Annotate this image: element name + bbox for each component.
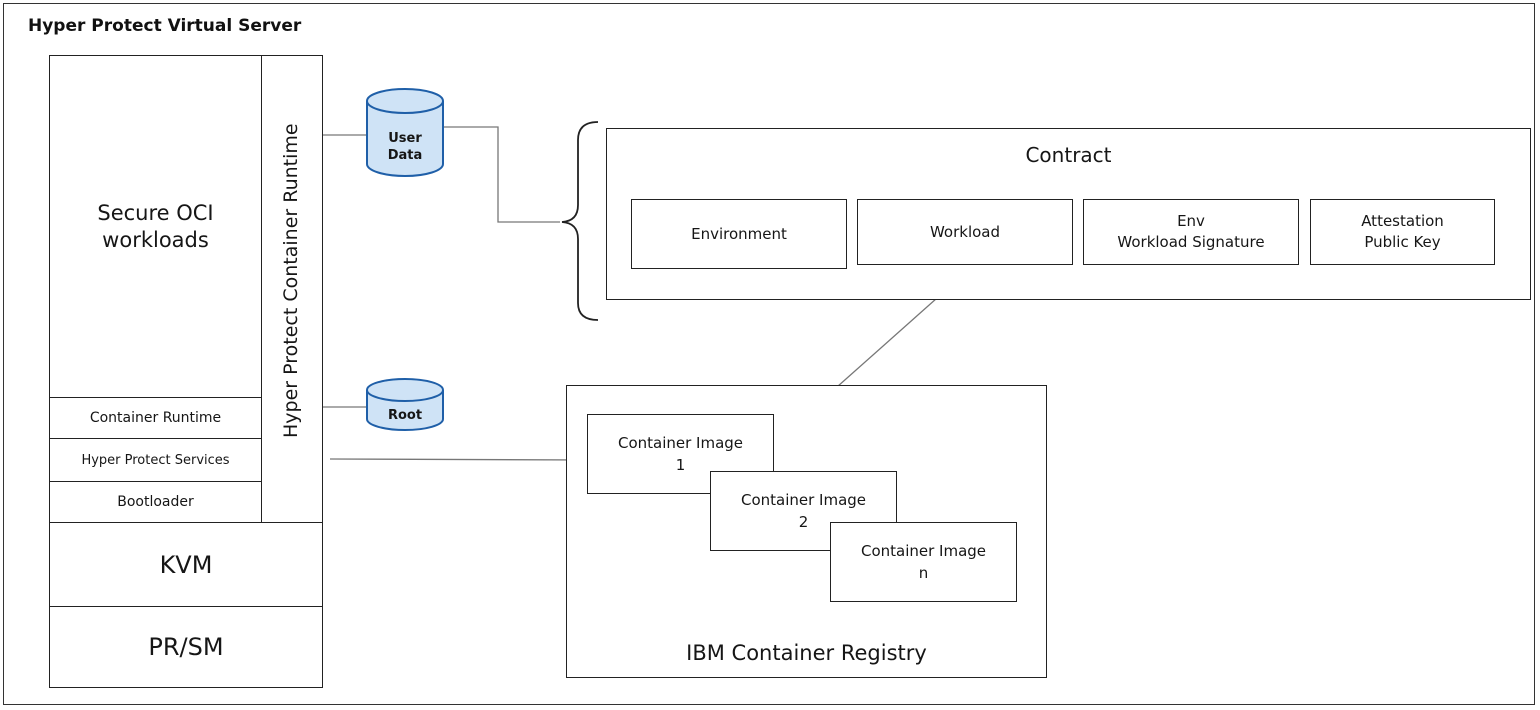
- contract-bracket: [561, 121, 599, 321]
- root-cylinder-icon: [366, 378, 444, 431]
- bootloader-layer: Bootloader: [49, 481, 262, 523]
- user-data-cylinder-icon: [366, 88, 444, 177]
- contract-title: Contract: [1025, 143, 1112, 167]
- secure-oci-workloads: Secure OCI workloads: [49, 55, 262, 398]
- hyper-protect-container-runtime-label: Hyper Protect Container Runtime: [280, 123, 302, 438]
- hyper-protect-services-layer: Hyper Protect Services: [49, 438, 262, 482]
- kvm-layer: KVM: [49, 522, 323, 607]
- contract-environment: Environment: [631, 199, 847, 269]
- contract-attestation-public-key: Attestation Public Key: [1310, 199, 1495, 265]
- contract-env-workload-signature: Env Workload Signature: [1083, 199, 1299, 265]
- container-registry-title: IBM Container Registry: [686, 641, 927, 665]
- contract-workload: Workload: [857, 199, 1073, 265]
- container-runtime-layer: Container Runtime: [49, 397, 262, 439]
- prsm-layer: PR/SM: [49, 606, 323, 688]
- root-label: Root: [387, 408, 423, 423]
- container-image-n: Container Image n: [830, 522, 1017, 602]
- user-data-label: User Data: [387, 131, 423, 163]
- diagram-frame: [3, 3, 1535, 705]
- services-image-connector: [329, 458, 589, 461]
- userdata-connector: [442, 126, 560, 223]
- container-runtime-column: [261, 55, 323, 523]
- diagram-title: Hyper Protect Virtual Server: [28, 16, 302, 36]
